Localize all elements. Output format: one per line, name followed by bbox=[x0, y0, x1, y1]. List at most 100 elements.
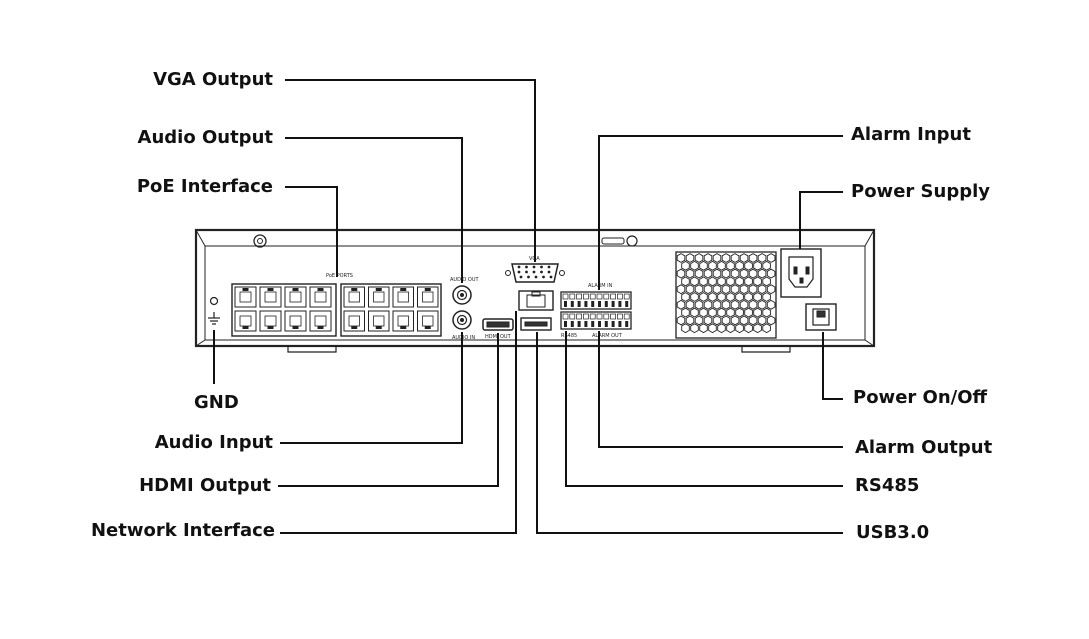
vga-pin bbox=[519, 275, 523, 279]
fan-hex-cell bbox=[699, 292, 708, 302]
top-screw-left bbox=[253, 234, 267, 248]
poe-port-socket bbox=[314, 291, 327, 303]
terminal-pin bbox=[589, 313, 596, 320]
fan-hex-cell bbox=[694, 268, 704, 279]
poe-port bbox=[368, 310, 390, 332]
audio-out-jack bbox=[452, 285, 472, 305]
poe-port-socket bbox=[373, 315, 385, 327]
poe-port-latch bbox=[351, 288, 358, 291]
fan-hex-cell bbox=[685, 268, 695, 279]
fan-hex-cell bbox=[735, 307, 744, 318]
fan-hex-cell bbox=[708, 260, 717, 271]
terminal-screw bbox=[598, 301, 601, 307]
fan-hex-cell bbox=[726, 307, 735, 318]
fan-hex-cell bbox=[766, 268, 776, 279]
fan-hex-cell bbox=[744, 276, 753, 287]
fan-hex-cell bbox=[748, 268, 758, 279]
label-audio-input: Audio Input bbox=[154, 432, 273, 453]
alarm-out-panel-label: ALARM OUT bbox=[592, 333, 623, 339]
fan-hex-cell bbox=[762, 260, 771, 271]
fan-hex-cell bbox=[735, 276, 744, 287]
fan-hex-cell bbox=[766, 315, 776, 326]
fan-hex-cell bbox=[717, 276, 726, 287]
fan-hex-cell bbox=[757, 315, 767, 326]
poe-port-socket bbox=[422, 315, 434, 327]
fan-hex-cell bbox=[703, 315, 713, 326]
poe-port-socket bbox=[348, 315, 360, 327]
terminal-screw bbox=[604, 301, 608, 307]
fan-hex-cell bbox=[757, 284, 767, 295]
fan-hex-cell bbox=[721, 268, 731, 279]
poe-port bbox=[234, 286, 257, 308]
label-audio-output: Audio Output bbox=[137, 127, 273, 148]
fan-hex-cell bbox=[744, 307, 753, 318]
audio-out-label: AUDIO OUT bbox=[450, 277, 480, 283]
leader-vga-output bbox=[285, 79, 536, 262]
leader-alarm-input bbox=[598, 135, 843, 290]
fan-hex-cell bbox=[744, 260, 753, 271]
terminal-pin bbox=[610, 313, 616, 320]
terminal-screw bbox=[577, 301, 581, 307]
fan-hex-cell bbox=[757, 268, 767, 279]
terminal-pin bbox=[589, 293, 596, 300]
fan-hex-cell bbox=[685, 315, 695, 326]
poe-port bbox=[284, 310, 307, 332]
fan-hex-cell bbox=[699, 276, 708, 287]
terminal-screw bbox=[604, 321, 608, 327]
poe-port-socket bbox=[397, 315, 409, 327]
fan-hex-cell bbox=[708, 276, 717, 287]
fan-hex-cell bbox=[708, 307, 717, 318]
terminal-screw bbox=[611, 301, 615, 307]
fan-hex-cell bbox=[730, 284, 740, 295]
leader-rs485 bbox=[565, 331, 843, 487]
vga-pin bbox=[532, 270, 536, 274]
poe-port bbox=[259, 286, 282, 308]
label-vga-output: VGA Output bbox=[153, 69, 273, 90]
poe-port-socket bbox=[348, 291, 360, 303]
fan-hex-cell bbox=[690, 260, 699, 271]
poe-port-socket bbox=[264, 315, 277, 327]
terminal-screw bbox=[591, 301, 595, 307]
fan-hex-cell bbox=[699, 323, 708, 334]
fan-hex-cell bbox=[676, 268, 686, 279]
fan-hex-cell bbox=[721, 284, 731, 295]
fan-hex-cell bbox=[748, 284, 758, 295]
fan-hex-cell bbox=[694, 299, 704, 310]
leader-alarm-output bbox=[598, 331, 843, 448]
fan-grille bbox=[675, 251, 777, 339]
fan-hex-cell bbox=[730, 253, 740, 263]
fan-hex-cell bbox=[690, 292, 699, 302]
label-gnd: GND bbox=[194, 392, 239, 413]
poe-port-latch bbox=[375, 288, 382, 291]
poe-port-latch bbox=[351, 326, 358, 329]
poe-port-socket bbox=[422, 291, 434, 303]
poe-ports-label: PoE PORTS bbox=[326, 273, 353, 279]
leader-power-supply bbox=[799, 191, 843, 249]
fan-hex-cell bbox=[694, 284, 704, 295]
fan-hex-cell bbox=[712, 299, 722, 310]
poe-port-latch bbox=[242, 288, 249, 291]
terminal-screw bbox=[625, 321, 629, 327]
vga-pin bbox=[525, 270, 528, 274]
fan-hex-cell bbox=[739, 299, 749, 310]
terminal-pin bbox=[583, 313, 589, 320]
poe-port bbox=[284, 286, 307, 308]
poe-port bbox=[392, 286, 414, 308]
terminal-screw bbox=[564, 301, 567, 307]
poe-port-latch bbox=[400, 288, 407, 291]
fan-hex-cell bbox=[753, 260, 762, 271]
terminal-pin bbox=[569, 293, 576, 300]
terminal-pin bbox=[576, 313, 582, 320]
poe-port-socket bbox=[314, 315, 327, 327]
poe-port-latch bbox=[267, 326, 274, 329]
audio-in-jack bbox=[452, 310, 472, 330]
poe-port-latch bbox=[375, 326, 382, 329]
poe-port-latch bbox=[292, 326, 299, 329]
poe-port-socket bbox=[239, 291, 252, 303]
fan-hex-cell bbox=[730, 315, 740, 326]
vga-pin bbox=[517, 270, 521, 274]
terminal-pin bbox=[596, 293, 603, 300]
leader-lines bbox=[213, 79, 843, 534]
fan-hex-cell bbox=[757, 299, 767, 310]
